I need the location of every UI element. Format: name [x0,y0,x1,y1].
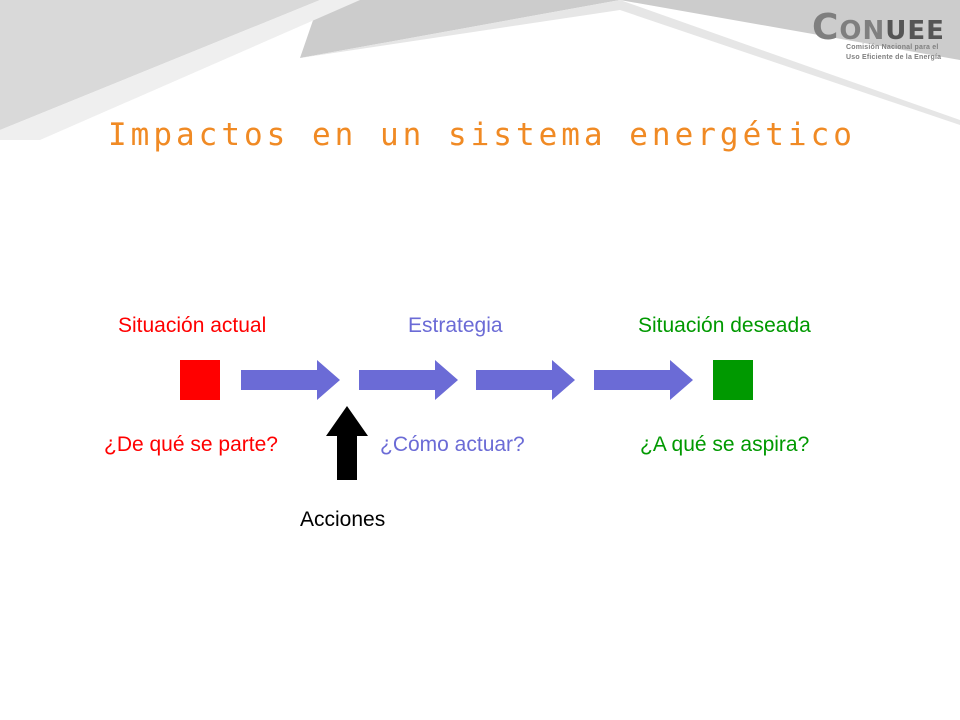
conuee-logo: CONUEE Comisión Nacional para el Uso Efi… [812,10,952,66]
question-current: ¿De qué se parte? [104,433,278,456]
logo-tagline: Comisión Nacional para el Uso Eficiente … [846,44,942,61]
slide-title: Impactos en un sistema energético [108,117,856,153]
label-situacion-actual: Situación actual [118,314,267,337]
strategy-arrow-3 [476,360,575,400]
question-strategy: ¿Cómo actuar? [380,433,525,456]
label-situacion-deseada: Situación deseada [638,314,811,337]
current-state-square [180,360,220,400]
label-estrategia: Estrategia [408,314,503,337]
actions-up-arrow [326,406,368,480]
question-desired: ¿A qué se aspira? [640,433,810,456]
label-acciones: Acciones [300,508,386,531]
strategy-arrow-1 [241,360,340,400]
logo-wordmark: CONUEE [812,7,945,48]
header-background [0,0,960,140]
strategy-arrow-4 [594,360,693,400]
strategy-arrow-2 [359,360,458,400]
desired-state-square [713,360,753,400]
